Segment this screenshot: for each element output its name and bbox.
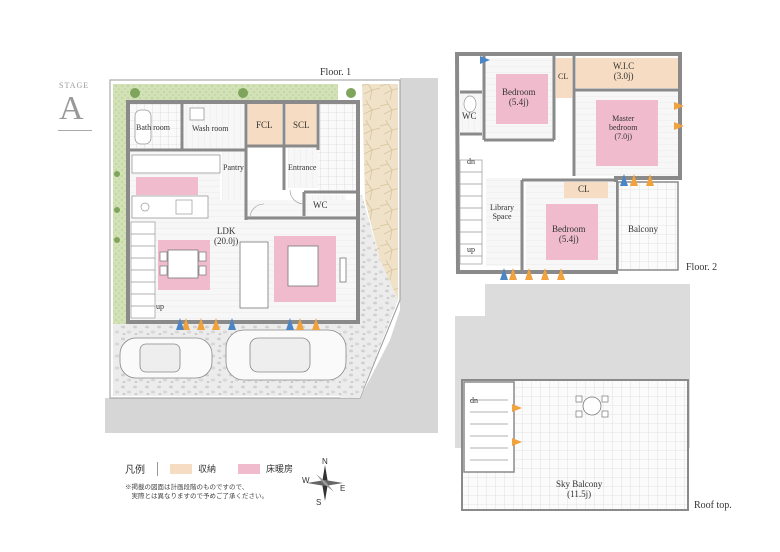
- stage-letter: A: [59, 90, 84, 127]
- library-name1: Library: [490, 203, 514, 212]
- legend-note: ※掲載の図面は計画段階のものですので、 実際とは異なりますので予めご了承ください…: [125, 484, 268, 502]
- sky-name: Sky Balcony: [556, 479, 603, 489]
- compass-icon: [307, 465, 343, 501]
- stairs-dn-f2: dn: [467, 157, 475, 166]
- room-bedroom1: Bedroom (5.4j): [502, 87, 536, 108]
- legend-storage-swatch: [170, 463, 192, 474]
- room-master: Master bedroom (7.0j): [609, 114, 637, 142]
- stairs-up-f1: up: [156, 302, 164, 311]
- room-bedroom2: Bedroom (5.4j): [552, 224, 586, 245]
- compass-n: N: [322, 457, 328, 466]
- legend-heating-label: 床暖房: [266, 464, 294, 474]
- floor1-label: Floor. 1: [320, 67, 352, 78]
- floor2-label: Floor. 2: [686, 262, 718, 273]
- legend: 凡例 収納 床暖房: [125, 461, 293, 476]
- stairs-up-f2: up: [467, 245, 475, 254]
- room-fcl: FCL: [256, 120, 273, 130]
- compass-s: S: [316, 498, 322, 507]
- room-wic: W.I.C (3.0j): [613, 61, 634, 82]
- room-library: Library Space: [490, 203, 514, 221]
- room-ldk: LDK (20.0j): [214, 226, 238, 247]
- wic-name: W.I.C: [613, 61, 635, 71]
- wic-size: (3.0j): [613, 71, 634, 82]
- legend-divider: [157, 461, 158, 476]
- room-cl1: CL: [558, 72, 569, 81]
- legend-heating-swatch: [238, 463, 261, 474]
- room-balcony: Balcony: [628, 224, 658, 234]
- stage-divider: [58, 130, 92, 131]
- stairs-dn-roof: dn: [470, 396, 478, 405]
- master-name1: Master: [612, 114, 635, 123]
- room-bath: Bath room: [136, 123, 170, 132]
- room-cl2: CL: [578, 184, 590, 194]
- bedroom2-size: (5.4j): [558, 234, 579, 245]
- car-left: [119, 337, 213, 379]
- library-name2: Space: [492, 212, 512, 222]
- note-line1: ※掲載の図面は計画段階のものですので、: [125, 484, 249, 491]
- room-wc-f2: WC: [462, 111, 477, 121]
- legend-storage-label: 収納: [198, 464, 217, 474]
- room-sky-balcony: Sky Balcony (11.5j): [556, 479, 602, 500]
- roof-plan: [455, 284, 690, 511]
- room-wash: Wash room: [192, 124, 229, 133]
- ldk-name: LDK: [216, 226, 236, 236]
- master-name2: bedroom: [609, 123, 638, 133]
- room-wc-f1: WC: [313, 200, 328, 210]
- bedroom1-name: Bedroom: [502, 87, 536, 97]
- floor1-plan: [105, 78, 438, 433]
- car-right: [225, 329, 347, 381]
- stage-word: STAGE: [59, 81, 90, 90]
- ventilation-arrows: [176, 56, 684, 446]
- master-size: (7.0j): [614, 132, 632, 142]
- compass-e: E: [340, 484, 346, 493]
- ldk-size: (20.0j): [214, 236, 239, 247]
- note-line2: 実際とは異なりますので予めご了承ください。: [125, 492, 269, 500]
- roof-label: Roof top.: [694, 500, 732, 511]
- room-scl: SCL: [293, 120, 310, 130]
- room-pantry: Pantry: [223, 163, 244, 172]
- legend-title: 凡例: [125, 465, 145, 476]
- sky-size: (11.5j): [567, 489, 592, 500]
- bedroom1-size: (5.4j): [508, 97, 529, 108]
- bedroom2-name: Bedroom: [552, 224, 586, 234]
- compass-w: W: [302, 476, 310, 485]
- room-entrance: Entrance: [288, 163, 317, 172]
- floor2-plan: [454, 50, 687, 280]
